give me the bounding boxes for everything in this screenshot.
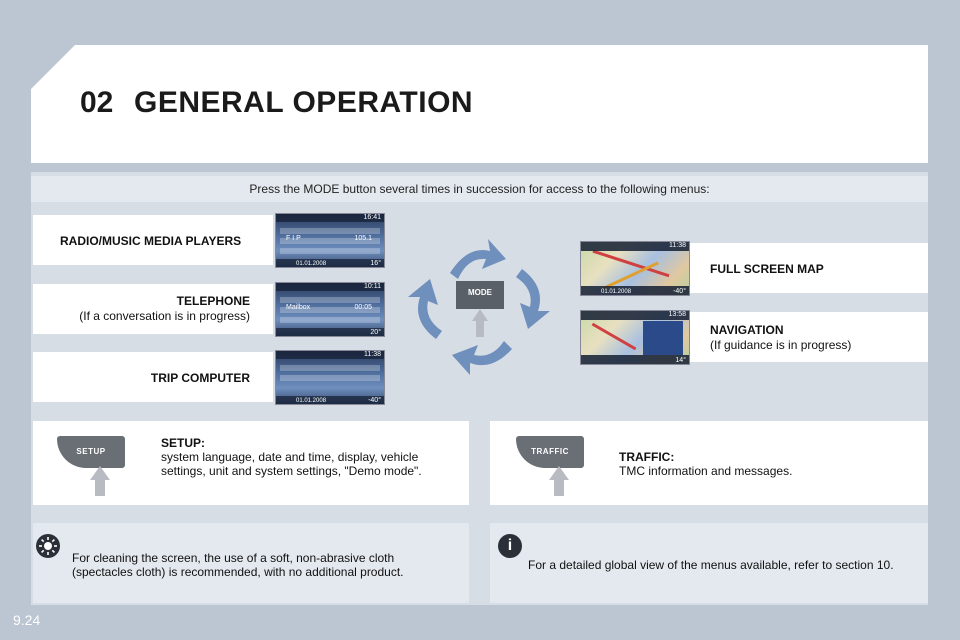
info-tip-text: For a detailed global view of the menus … [528,558,894,572]
fullmap-screen-temp: -40° [673,288,686,295]
trip-screen-temp: -40° [368,397,381,404]
menu-fullmap-panel [690,243,928,293]
cleaning-tip-text: For cleaning the screen, the use of a so… [72,551,404,579]
menu-radio-panel [33,215,273,265]
navigation-screen: 13:58 14° [580,310,690,365]
nav-guidance-panel [643,321,683,355]
traffic-press-arrow-icon [549,466,569,496]
info-icon: i [498,534,522,558]
radio-screen-freq: 105.1 [354,235,372,242]
radio-screen-station: F I P [286,235,301,242]
radio-screen-date: 01.01.2008 [296,261,327,267]
radio-screen-time: 16:41 [363,214,381,221]
mode-cycle-diagram [408,239,550,375]
telephone-screen: 10:11 Mailbox 00:05 20° [275,282,385,337]
page-title: GENERAL OPERATION [134,86,474,119]
traffic-title: TRAFFIC: [619,450,675,464]
setup-press-arrow-icon [90,466,110,496]
section-number: 02 [80,86,114,119]
setup-button[interactable]: SETUP [57,436,125,468]
menu-telephone-title: TELEPHONE [176,294,250,308]
fullmap-screen-date: 01.01.2008 [601,289,632,295]
menu-navigation-panel [690,312,928,362]
telephone-screen-temp: 20° [370,329,381,336]
menu-trip-panel [33,352,273,402]
menu-trip-title: TRIP COMPUTER [150,371,250,385]
cleaning-tip-panel [33,523,469,603]
radio-screen-temp: 16° [370,260,381,267]
telephone-screen-time: 10:11 [364,283,381,290]
trip-screen-date: 01.01.2008 [296,398,327,404]
mode-button-shape [456,281,504,309]
cycle-arrow-icon [452,341,512,375]
menu-navigation-title: NAVIGATION [710,323,784,337]
cycle-arrow-icon [516,269,550,329]
traffic-description: TMC information and messages. [619,464,793,478]
trip-screen: 11:38 01.01.2008 -40° [275,350,385,405]
radio-screen: 16:41 F I P 105.1 01.01.2008 16° [275,213,385,268]
navigation-screen-time: 13:58 [668,311,686,318]
menu-navigation-subtitle: (If guidance is in progress) [710,338,852,352]
navigation-screen-temp: 14° [675,357,686,364]
header-panel [31,45,928,163]
traffic-button[interactable]: TRAFFIC [516,436,584,468]
press-arrow-icon [472,309,488,337]
info-tip-panel [490,523,928,603]
sun-icon [36,534,60,558]
setup-title: SETUP: [161,436,206,450]
mode-button[interactable]: MODE [468,288,492,297]
page-number: 9.24 [13,612,41,628]
menu-fullmap-title: FULL SCREEN MAP [710,262,824,276]
telephone-screen-duration: 00:05 [354,304,372,311]
instruction-text: Press the MODE button several times in s… [31,176,928,202]
telephone-screen-name: Mailbox [286,304,311,311]
menu-radio-title: RADIO/MUSIC MEDIA PLAYERS [60,234,242,248]
cycle-arrow-icon [450,239,506,279]
cycle-arrow-icon [408,279,442,339]
setup-description: system language, date and time, display,… [161,450,422,478]
menu-telephone-panel [33,284,273,334]
trip-screen-time: 11:38 [364,351,381,358]
fullmap-screen: 11:38 01.01.2008 -40° [580,241,690,296]
menu-telephone-subtitle: (If a conversation is in progress) [79,309,250,323]
fullmap-screen-time: 11:38 [669,242,686,249]
